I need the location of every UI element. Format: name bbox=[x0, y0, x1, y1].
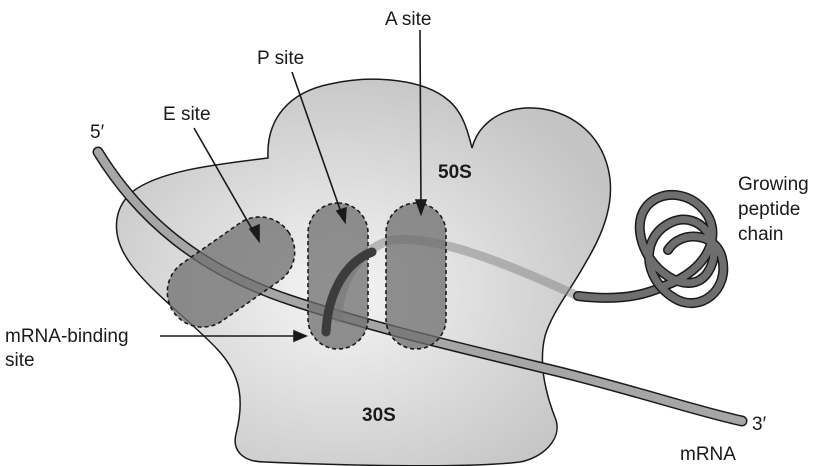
growing-peptide-label-line3: chain bbox=[738, 224, 783, 245]
e-site-label: E site bbox=[163, 104, 211, 125]
growing-peptide-label-line2: peptide bbox=[738, 199, 800, 220]
large-subunit-label: 50S bbox=[438, 162, 472, 183]
a-site bbox=[386, 203, 446, 349]
p-site-label: P site bbox=[257, 48, 304, 69]
small-subunit-label: 30S bbox=[362, 405, 396, 426]
mrna-label: mRNA bbox=[680, 444, 736, 465]
mrna-binding-site-label-line2: site bbox=[5, 350, 35, 371]
a-site-label: A site bbox=[385, 9, 431, 30]
growing-peptide-label-line1: Growing bbox=[738, 174, 809, 195]
three-prime-label: 3′ bbox=[752, 414, 767, 435]
five-prime-label: 5′ bbox=[90, 122, 105, 143]
mrna-binding-site-label-line1: mRNA-binding bbox=[5, 326, 129, 347]
